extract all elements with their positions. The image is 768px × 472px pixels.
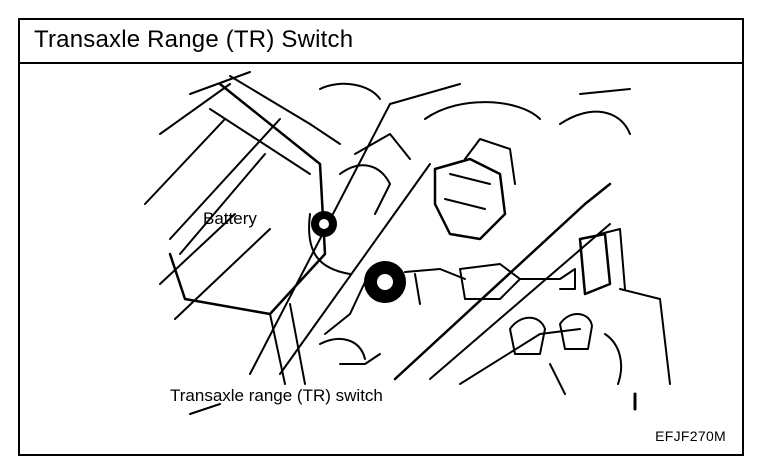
engine-bay-illustration: Battery Transaxle range (TR) switch	[144, 71, 671, 415]
figure-code: EFJF270M	[655, 428, 726, 444]
battery-label: Battery	[203, 209, 257, 228]
tr-switch-label: Transaxle range (TR) switch	[170, 386, 383, 405]
figure-header: Transaxle Range (TR) Switch	[20, 20, 742, 64]
figure-title: Transaxle Range (TR) Switch	[34, 26, 354, 53]
figure-frame: Transaxle Range (TR) Switch	[18, 18, 744, 456]
